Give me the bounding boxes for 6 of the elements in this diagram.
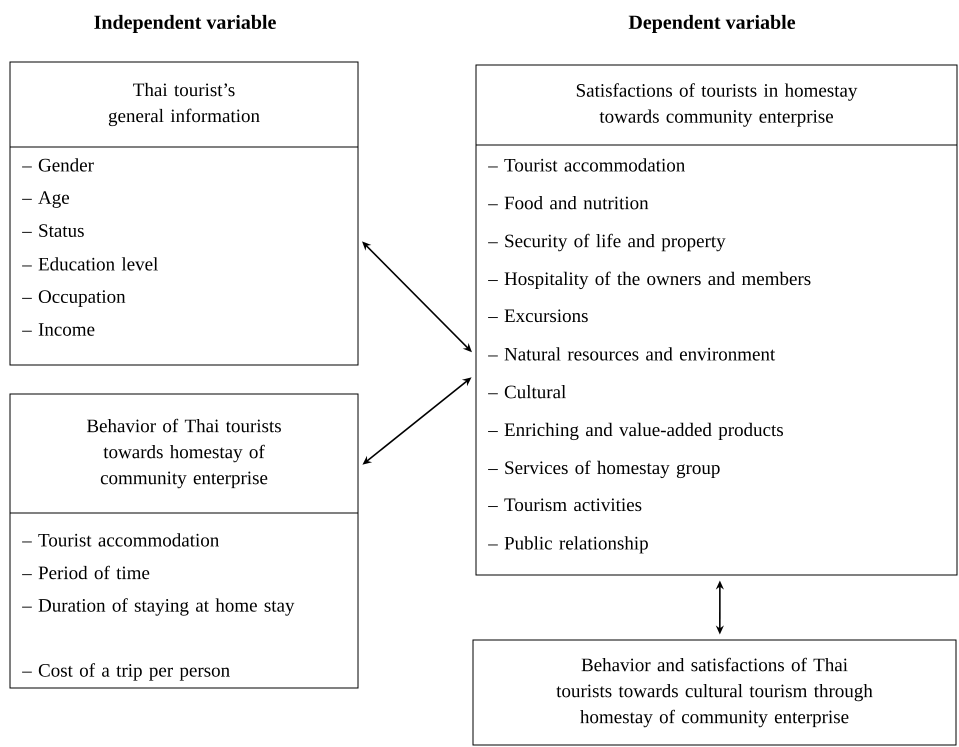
list-box: Thai tourist’s general information – Gender – Age – Status – Education level – Occupation – Income [10,62,358,366]
column-heading: Dependent variable [628,14,796,34]
list-box: Behavior of Thai tourists towards homestay of community enterprise – Tourist accommodation – Period of time – Duration of staying at home stay – Cost of a trip per person [10,394,358,688]
column-heading: Independent variable [94,14,276,34]
list-box: Satisfactions of tourists in homestay towards community enterprise – Tourist accommodation – Food and nutrition – Security of life and property – Hospitality of the owners and members – Excursions – Natural resources and environment – Cultural – Enriching and value-added products – Services of homestay group – Tourism activities – Public relationship [476,64,958,576]
text-box: Behavior and satisfactions of Thai tourists towards cultural tourism through homestay of community enterprise [472,640,956,746]
